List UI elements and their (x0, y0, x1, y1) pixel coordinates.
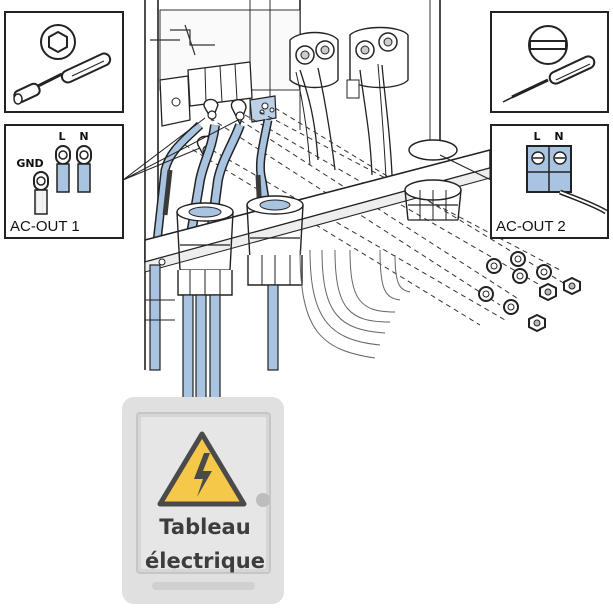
tool-panel-left (4, 11, 124, 113)
high-voltage-warning-icon (157, 431, 247, 507)
internal-wiring (299, 249, 411, 359)
ring-lug-gnd-icon (33, 171, 49, 215)
washer (510, 251, 526, 267)
ac-out-1-panel: GND L N AC-OUT 1 (4, 117, 239, 239)
washer (503, 299, 519, 315)
hex-socket-icon (40, 24, 76, 60)
board-label-line1: Tableau (159, 515, 250, 539)
terminal-label-n: N (79, 130, 88, 143)
cable-glands (176, 139, 462, 296)
tool-panel-right (490, 11, 609, 113)
slot-screw-icon (528, 25, 568, 65)
washer (536, 264, 552, 280)
washer (478, 286, 494, 302)
board-label-line2: électrique (145, 549, 265, 573)
washer (486, 258, 502, 274)
nut (539, 282, 557, 302)
nut (528, 313, 546, 333)
ac-out-2-title: AC-OUT 2 (496, 218, 566, 235)
ring-lug-n-icon (76, 145, 92, 193)
washer (512, 268, 528, 284)
terminal-block (159, 61, 277, 162)
flat-screwdriver-icon (502, 55, 596, 103)
ac-out-1-title: AC-OUT 1 (10, 218, 80, 235)
hex-screwdriver-icon (13, 52, 112, 105)
busbars (289, 26, 409, 179)
terminal-label-l: L (58, 130, 65, 143)
terminal-label-n: N (554, 130, 563, 143)
nut (563, 276, 581, 296)
ring-lug-l-icon (55, 145, 71, 193)
electrical-board: Tableau électrique (122, 397, 284, 604)
terminal-label-l: L (533, 130, 540, 143)
terminal-connector-icon (526, 145, 608, 215)
ac-out-2-panel: L N AC-OUT 2 (439, 124, 609, 239)
nuts-and-washers (478, 251, 581, 333)
terminal-label-gnd: GND (16, 157, 43, 170)
cables-to-board (145, 264, 279, 406)
